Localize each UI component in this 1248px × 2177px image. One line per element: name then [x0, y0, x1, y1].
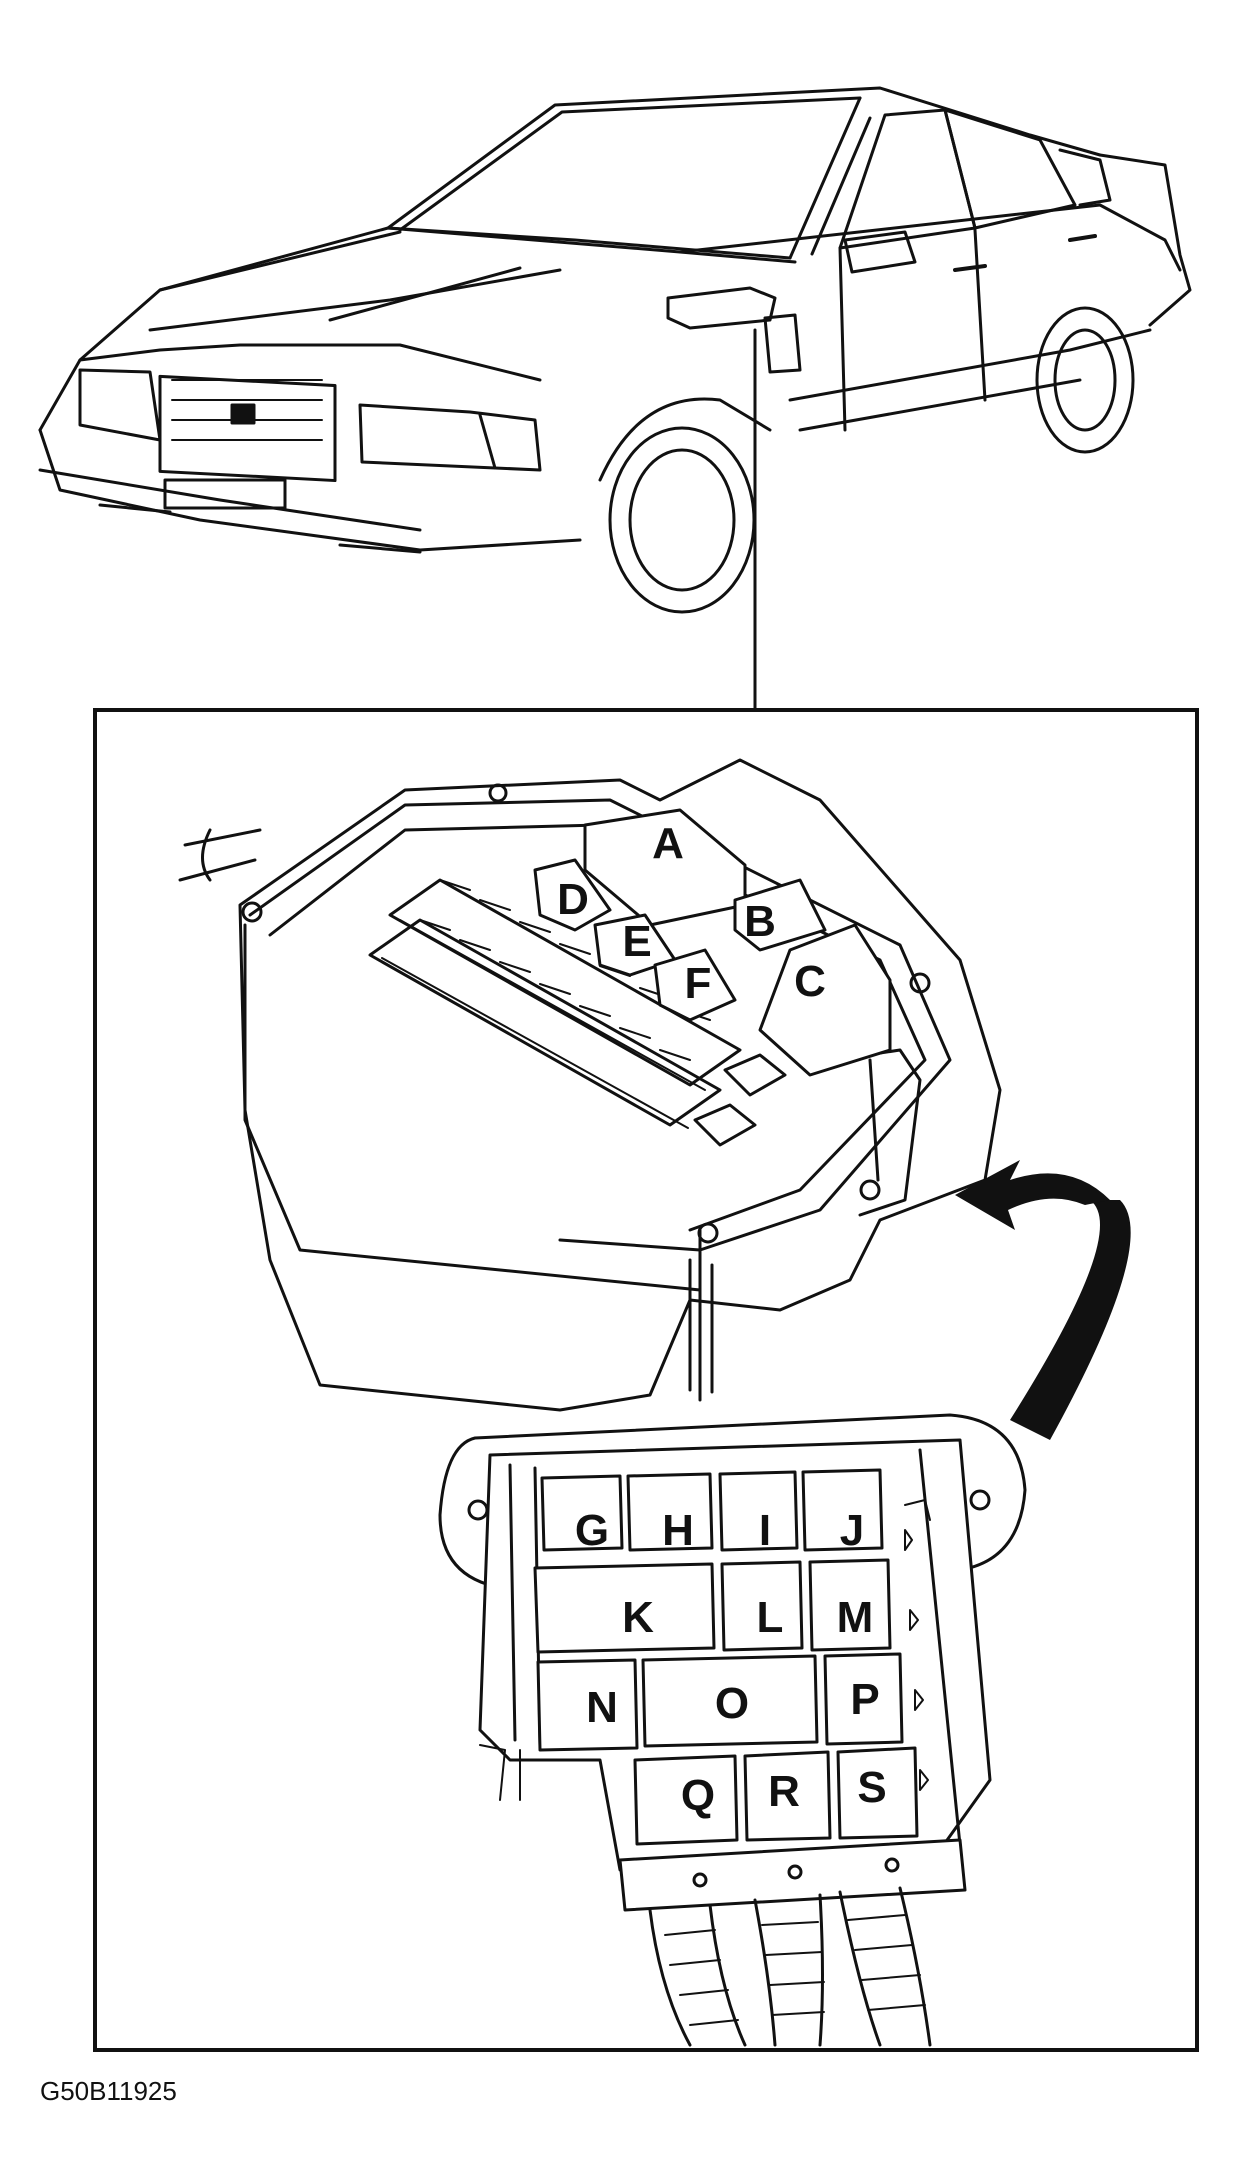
car-illustration — [38, 86, 1192, 614]
relay-label-a: A — [652, 819, 684, 868]
relay-label-j: J — [840, 1506, 864, 1555]
relay-label-h: H — [662, 1506, 694, 1555]
relay-label-i: I — [759, 1506, 771, 1555]
relay-label-m: M — [837, 1593, 874, 1642]
relay-label-b: B — [744, 897, 776, 946]
upper-relay-labels: A B C D E F — [557, 819, 826, 1008]
relay-label-q: Q — [681, 1771, 715, 1820]
rotation-arrow — [955, 1160, 1131, 1440]
relay-label-c: C — [794, 957, 826, 1006]
relay-label-o: O — [715, 1679, 749, 1728]
relay-label-r: R — [768, 1767, 800, 1816]
relay-label-d: D — [557, 875, 589, 924]
relay-label-p: P — [850, 1675, 879, 1724]
upper-relay-box — [178, 758, 1002, 1412]
relay-label-n: N — [586, 1683, 618, 1732]
lower-relay-labels: G H I J K L M N O P Q R S — [575, 1506, 887, 1820]
relay-label-e: E — [622, 917, 651, 966]
relay-label-s: S — [857, 1763, 886, 1812]
relay-label-k: K — [622, 1593, 654, 1642]
figure-code: G50B11925 — [40, 2076, 177, 2106]
detail-frame — [93, 708, 1199, 2052]
relay-label-g: G — [575, 1506, 609, 1555]
lower-relay-box — [438, 1413, 1027, 2047]
relay-label-l: L — [757, 1593, 784, 1642]
relay-label-f: F — [685, 959, 712, 1008]
